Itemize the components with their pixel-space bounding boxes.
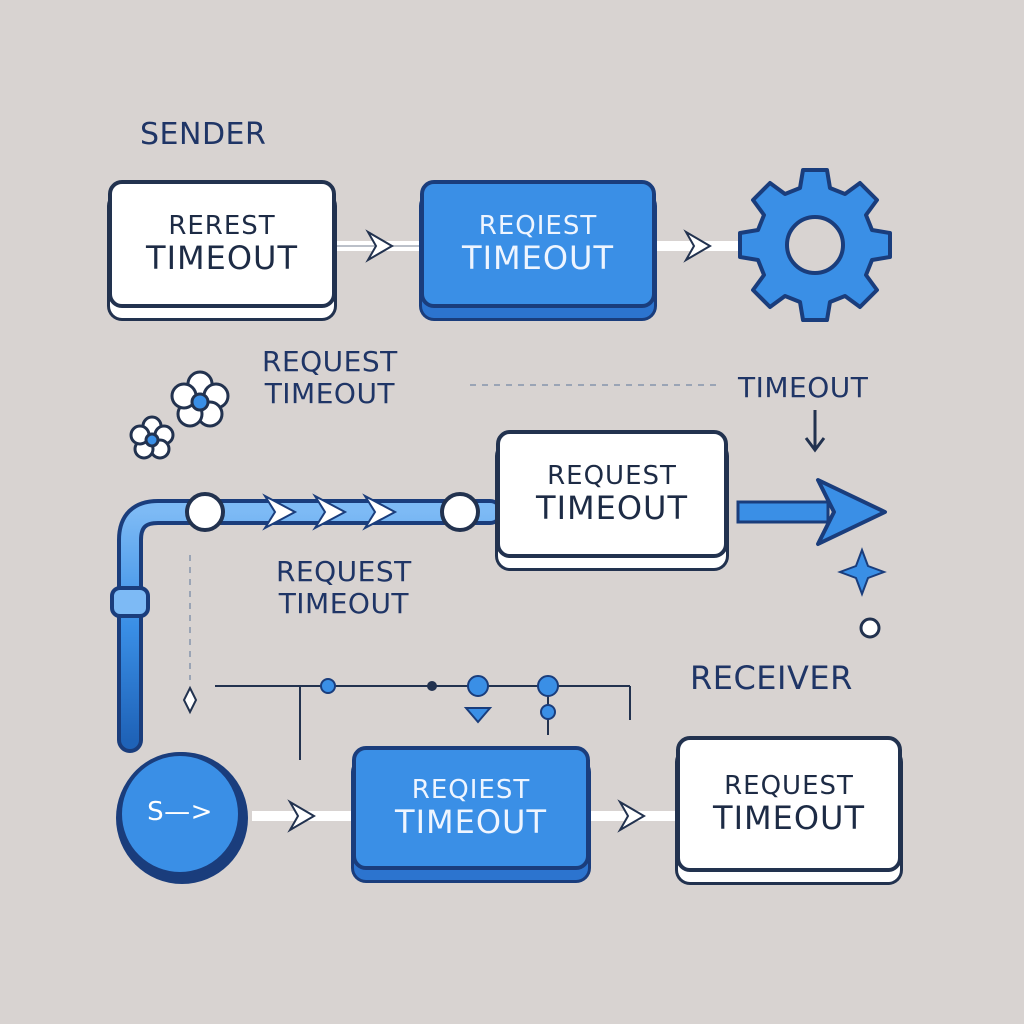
request-box-bottom-middle: REQIEST TIMEOUT — [352, 746, 590, 870]
floating-label-upper-line1: REQUEST — [262, 345, 398, 378]
flower-icon-large — [170, 370, 230, 428]
receiver-dot — [859, 617, 881, 639]
floating-label-lower-line1: REQUEST — [276, 555, 412, 588]
request-box-bottom-right: REQUEST TIMEOUT — [676, 736, 902, 872]
connector-bottom-left — [252, 799, 352, 833]
timeout-marker-label: TIMEOUT — [738, 371, 869, 404]
flow-pipe — [110, 492, 503, 753]
connector-bottom-right — [590, 799, 676, 833]
request-box-top-left-line1: REREST — [168, 211, 276, 242]
request-box-middle: REQUEST TIMEOUT — [496, 430, 728, 558]
timeout-down-arrow — [804, 410, 826, 453]
request-box-middle-line2: TIMEOUT — [536, 488, 688, 527]
request-box-top-left-line2: TIMEOUT — [146, 238, 298, 277]
flower-icon-small — [129, 415, 175, 460]
start-node — [116, 752, 248, 884]
request-box-top-middle: REQIEST TIMEOUT — [420, 180, 656, 308]
floating-label-lower-line2: TIMEOUT — [278, 587, 410, 621]
request-box-top-middle-line1: REQIEST — [478, 211, 598, 242]
request-box-bottom-right-line2: TIMEOUT — [713, 798, 865, 837]
request-box-bottom-right-line1: REQUEST — [724, 771, 854, 802]
sender-label: SENDER — [140, 117, 267, 152]
floating-label-upper: REQUEST TIMEOUT — [262, 345, 398, 411]
request-box-bottom-middle-line1: REQIEST — [411, 775, 531, 806]
floating-label-lower: REQUEST TIMEOUT — [276, 555, 412, 621]
connector-top-right — [656, 229, 742, 263]
request-box-top-left: REREST TIMEOUT — [108, 180, 336, 308]
lower-network-line — [182, 675, 631, 760]
connector-top-left — [336, 229, 420, 263]
gear-icon — [738, 168, 892, 322]
request-box-middle-line1: REQUEST — [547, 461, 677, 492]
start-node-label: S—> — [147, 797, 213, 827]
request-box-bottom-middle-line2: TIMEOUT — [395, 802, 547, 841]
request-box-top-middle-line2: TIMEOUT — [462, 238, 614, 277]
timeout-output-arrow — [736, 478, 887, 546]
floating-label-upper-line2: TIMEOUT — [264, 377, 396, 411]
receiver-label: RECEIVER — [690, 659, 853, 697]
sparkle-icon — [837, 547, 887, 597]
